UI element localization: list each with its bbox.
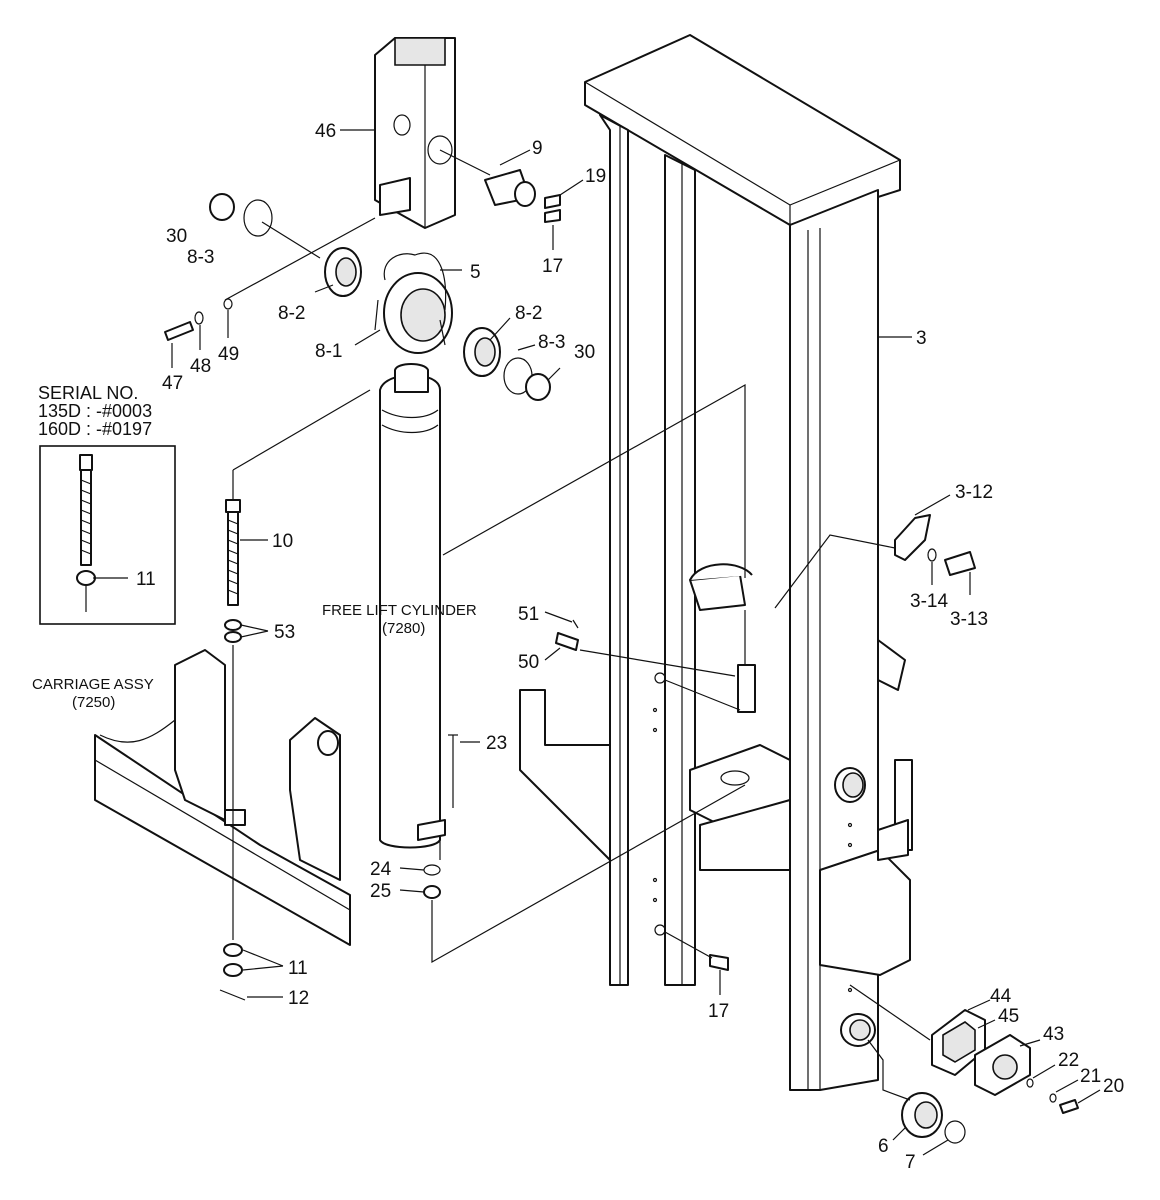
- callout-43: 43: [1043, 1024, 1064, 1045]
- callout-30-lower: 30: [574, 342, 595, 363]
- serial-title: SERIAL NO.: [38, 383, 138, 403]
- callout-22: 22: [1058, 1050, 1079, 1071]
- callout-12: 12: [288, 988, 309, 1009]
- callout-19: 19: [585, 166, 606, 187]
- callout-5: 5: [470, 262, 481, 283]
- callout-9: 9: [532, 138, 543, 159]
- callout-3-12: 3-12: [955, 482, 993, 503]
- callout-51: 51: [518, 604, 539, 625]
- callout-46: 46: [315, 121, 336, 142]
- callout-8-2-left: 8-2: [278, 303, 305, 324]
- callout-30-upper: 30: [166, 226, 187, 247]
- callout-11-inset: 11: [136, 569, 156, 590]
- callout-53: 53: [274, 622, 295, 643]
- serial-line-160d: 160D : -#0197: [38, 419, 152, 439]
- callout-50: 50: [518, 652, 539, 673]
- free-lift-cylinder-label: FREE LIFT CYLINDER: [322, 602, 477, 619]
- callout-21: 21: [1080, 1066, 1101, 1087]
- mast-assembly: [519, 34, 913, 1091]
- callout-3-13: 3-13: [950, 609, 988, 630]
- serial-inset: [39, 445, 176, 625]
- callout-labels: 46 9 19 30 8-3 17 5 8-2 8-2 8-1 8-3 30 3…: [136, 121, 1124, 1173]
- callout-25: 25: [370, 881, 391, 902]
- callout-10: 10: [272, 531, 293, 552]
- upper-sheave-assembly: [164, 37, 561, 401]
- callout-44: 44: [990, 986, 1012, 1007]
- callout-8-3-upper: 8-3: [187, 247, 214, 268]
- callout-8-1: 8-1: [315, 341, 342, 362]
- callout-24: 24: [370, 859, 392, 880]
- callout-8-3-lower: 8-3: [538, 332, 565, 353]
- callout-48: 48: [190, 356, 211, 377]
- callout-8-2-right: 8-2: [515, 303, 542, 324]
- callout-47: 47: [162, 373, 183, 394]
- callout-17-lower: 17: [708, 1001, 729, 1022]
- callout-7: 7: [905, 1152, 916, 1173]
- callout-45: 45: [998, 1006, 1019, 1027]
- callout-49: 49: [218, 344, 239, 365]
- callout-3: 3: [916, 328, 927, 349]
- leader-lines: [93, 129, 1101, 1156]
- callout-23: 23: [486, 733, 507, 754]
- callout-3-14: 3-14: [910, 591, 948, 612]
- carriage-assy-code: (7250): [72, 694, 115, 711]
- callout-17-upper: 17: [542, 256, 563, 277]
- text-notes: SERIAL NO. 135D : -#0003 160D : -#0197 F…: [32, 383, 477, 711]
- callout-20: 20: [1103, 1076, 1124, 1097]
- carriage-assy-label: CARRIAGE ASSY: [32, 676, 154, 693]
- callout-11-lower: 11: [288, 958, 308, 979]
- carriage-assembly: [94, 649, 351, 946]
- serial-line-135d: 135D : -#0003: [38, 401, 152, 421]
- callout-6: 6: [878, 1136, 889, 1157]
- lower-roller-assembly: [555, 514, 1079, 1144]
- free-lift-cylinder-code: (7280): [382, 620, 425, 637]
